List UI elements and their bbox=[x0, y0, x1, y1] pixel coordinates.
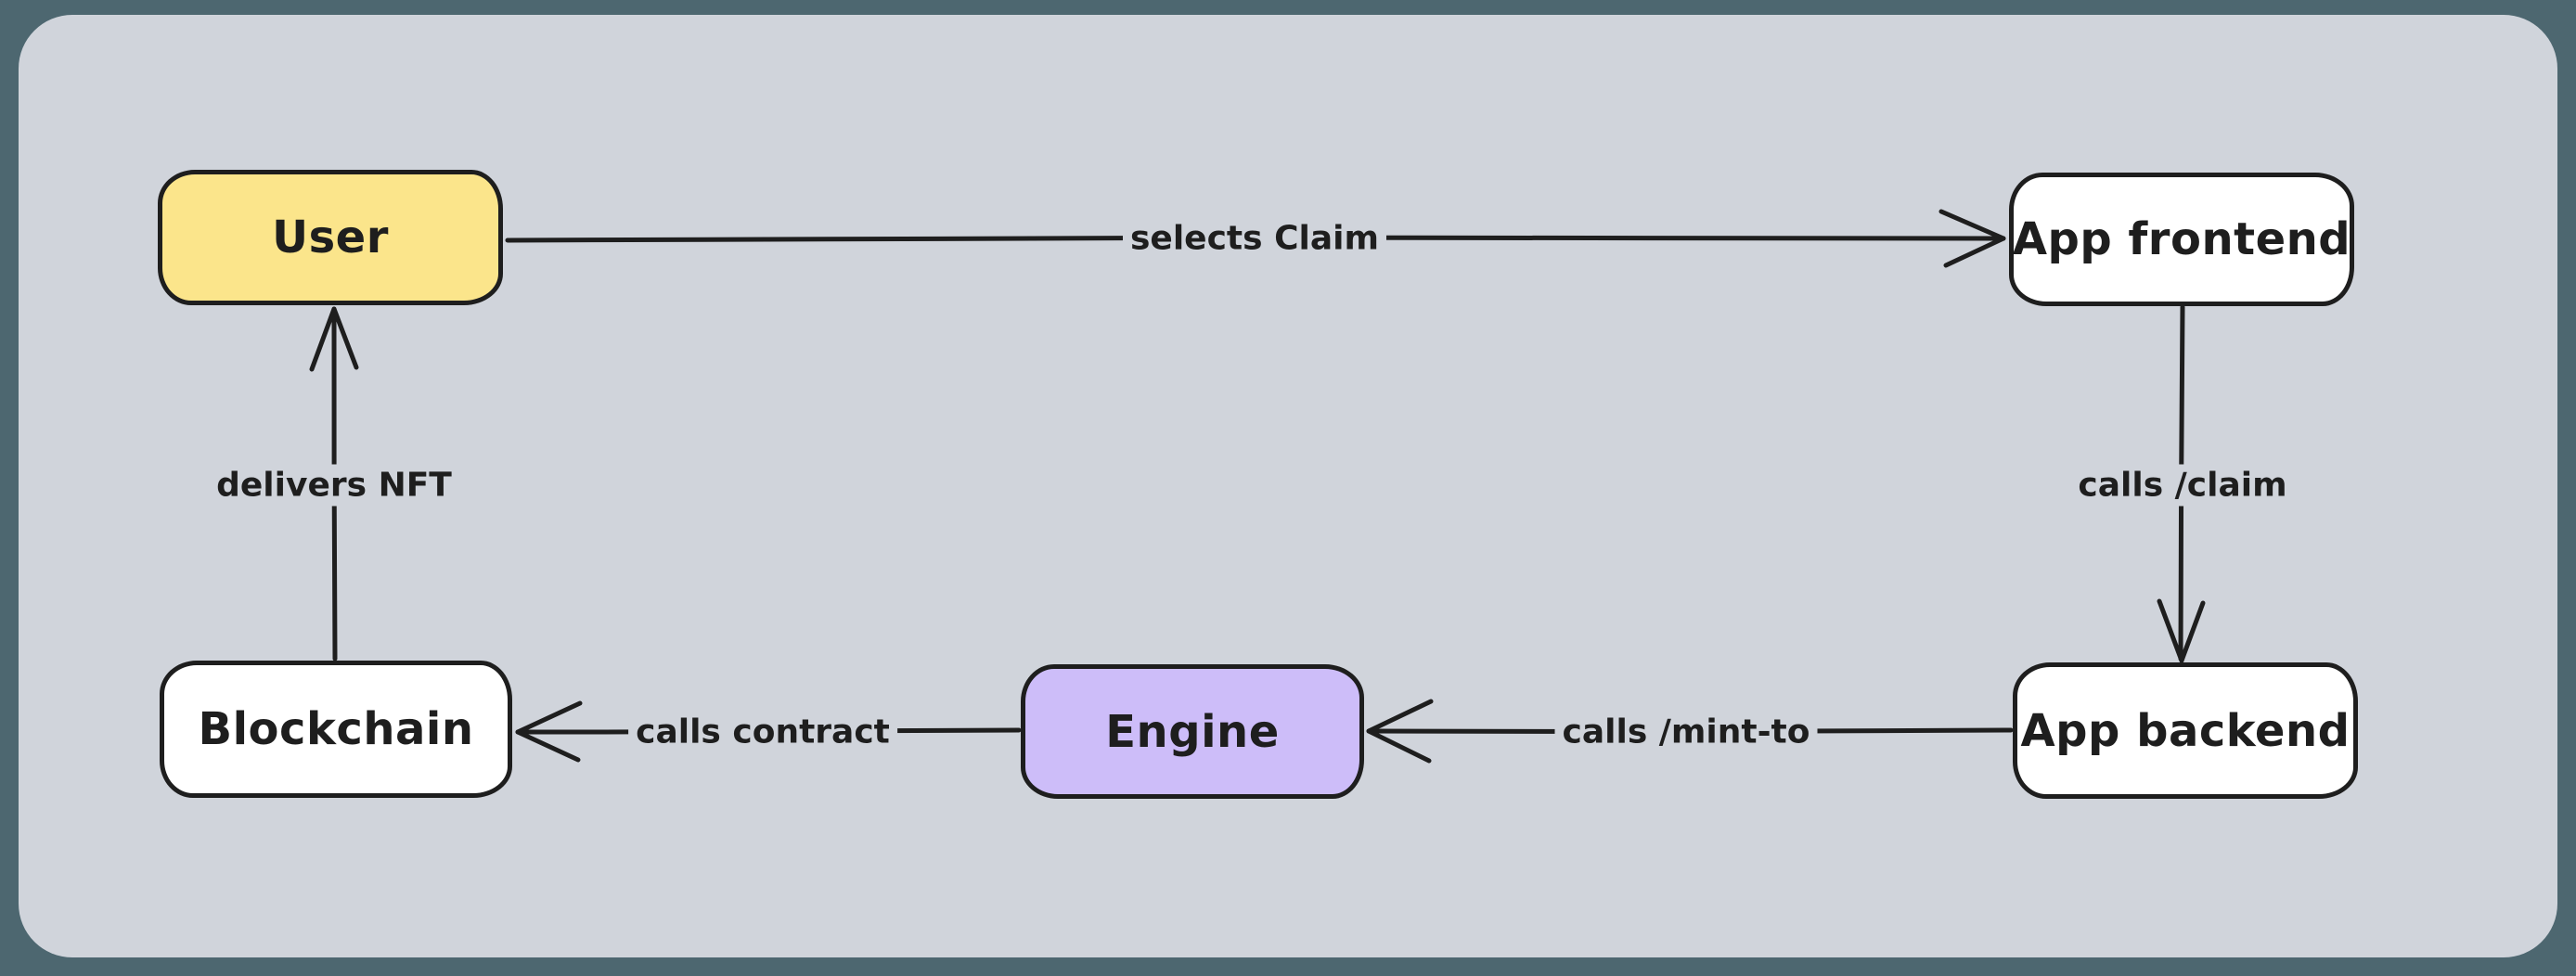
node-app-backend: App backend bbox=[2013, 662, 2358, 799]
edge-label-selects-claim: selects Claim bbox=[1122, 217, 1387, 260]
node-user-label: User bbox=[272, 212, 389, 263]
node-blockchain: Blockchain bbox=[160, 661, 512, 798]
node-blockchain-label: Blockchain bbox=[198, 703, 474, 755]
node-engine-label: Engine bbox=[1105, 705, 1280, 758]
node-engine: Engine bbox=[1021, 664, 1364, 799]
node-app-backend-label: App backend bbox=[2020, 704, 2351, 757]
node-user: User bbox=[158, 170, 503, 305]
edge-label-calls-claim: calls /claim bbox=[2070, 464, 2295, 507]
edge-label-calls-contract: calls contract bbox=[628, 711, 897, 753]
node-app-frontend-label: App frontend bbox=[2012, 213, 2351, 265]
node-app-frontend: App frontend bbox=[2009, 173, 2354, 306]
edge-label-delivers-nft: delivers NFT bbox=[209, 464, 459, 507]
edge-label-calls-mint-to: calls /mint-to bbox=[1554, 711, 1818, 753]
